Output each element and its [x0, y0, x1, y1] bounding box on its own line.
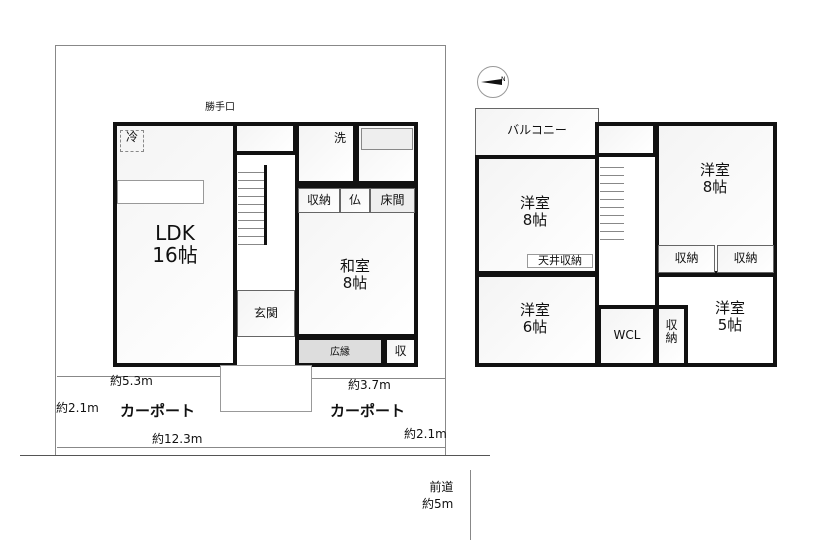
compass-north-label: N [501, 76, 506, 83]
storage-2f-a: 収納 [658, 245, 715, 273]
alcove-label: 床間 [380, 193, 405, 207]
alcove: 床間 [370, 188, 415, 213]
balcony: バルコニー [475, 108, 599, 158]
staircase-1f [238, 165, 267, 245]
wcl-label: WCL [613, 328, 641, 342]
room-east-8-size: 8帖 [702, 177, 728, 196]
japanese-room-name: 和室 [339, 257, 370, 275]
room-6-size: 6帖 [522, 317, 548, 336]
road-label: 前道約5m [422, 478, 453, 512]
entry-porch [220, 365, 312, 412]
site-boundary-top [55, 45, 445, 46]
ldk-size: 16帖 [152, 243, 198, 267]
carport-right-label: カーポート [330, 402, 406, 420]
compass-icon: N [477, 66, 509, 98]
entrance-label: 玄関 [253, 306, 278, 320]
road-name: 前道 [429, 480, 454, 494]
bathtub [361, 128, 413, 150]
washroom-label: 洗 [333, 131, 346, 145]
altar-label: 仏 [348, 193, 361, 207]
staircase-2f [600, 160, 624, 240]
dim-total-width: 約12.3m [152, 432, 203, 446]
dim-left-depth: 約2.1m [56, 401, 99, 415]
ground-line [20, 455, 490, 456]
entrance: 玄関 [237, 290, 295, 337]
toilet-2f [595, 122, 657, 157]
site-boundary-right [445, 45, 446, 455]
dim-right-depth: 約2.1m [404, 427, 447, 441]
bathroom [355, 122, 418, 185]
balcony-label: バルコニー [507, 123, 567, 137]
kitchen-counter [117, 180, 204, 204]
dim-line-left [57, 376, 222, 377]
road-dim-line [470, 470, 471, 540]
veranda-label: 広縁 [330, 347, 350, 358]
toilet-1f [233, 122, 297, 155]
storage-2f-b-label: 収納 [733, 251, 758, 265]
room-5-size: 5帖 [717, 315, 743, 334]
dim-line-right [310, 378, 445, 379]
dim-right-width: 約3.7m [348, 378, 391, 392]
storage-1f: 収納 [298, 188, 340, 213]
storage-2f-b: 収納 [717, 245, 774, 273]
room-5 [655, 273, 777, 367]
storage-1f-label: 収納 [306, 193, 331, 207]
room-west-8-name: 洋室 [519, 194, 550, 212]
ldk-name: LDK [155, 221, 195, 245]
walk-in-closet: WCL [597, 305, 657, 367]
japanese-room-size: 8帖 [342, 273, 368, 292]
carport-left-label: カーポート [120, 402, 196, 420]
closet-1f: 収 [383, 336, 418, 367]
ldk-room [113, 122, 237, 367]
back-door-label: 勝手口 [205, 102, 235, 113]
fridge-label: 冷 [120, 130, 144, 152]
room-5-name: 洋室 [714, 299, 745, 317]
veranda: 広縁 [295, 336, 385, 367]
dim-line-total [57, 447, 445, 448]
dim-left-width: 約5.3m [110, 374, 153, 388]
room-6-name: 洋室 [519, 301, 550, 319]
attic-storage-label: 天井収納 [527, 254, 593, 269]
closet-1f-label: 収 [394, 344, 407, 358]
room-east-8-name: 洋室 [699, 161, 730, 179]
altar: 仏 [340, 188, 370, 213]
storage-2f-a-label: 収納 [674, 251, 699, 265]
storage-2f-c-label: 収 納 [665, 318, 678, 346]
site-boundary-left [55, 45, 56, 455]
road-width: 約5m [422, 497, 454, 511]
room-west-8-size: 8帖 [522, 210, 548, 229]
